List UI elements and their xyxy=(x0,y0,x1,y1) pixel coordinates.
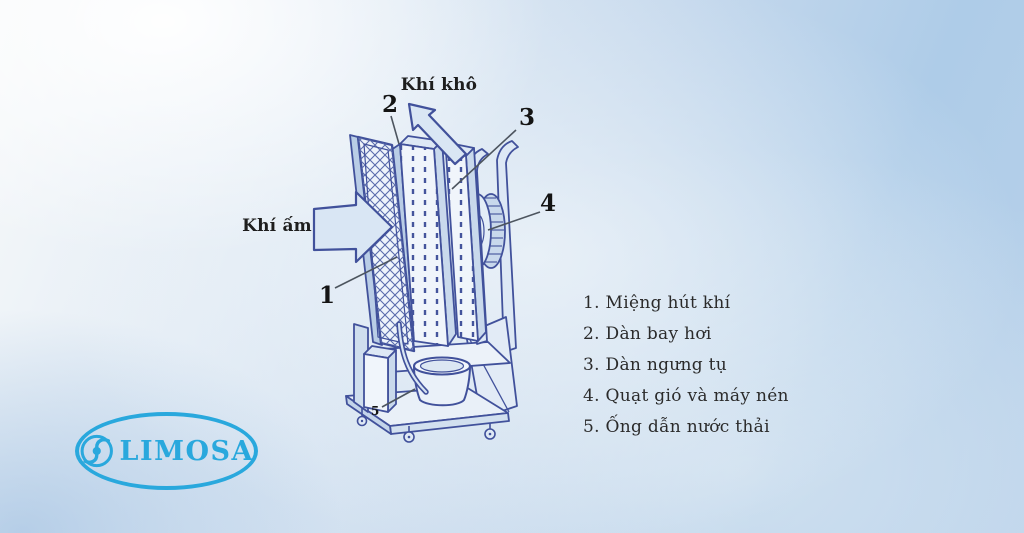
warm-air-label: Khí ấm xyxy=(242,216,312,236)
callout-leader-lines xyxy=(334,115,541,408)
drain-hose xyxy=(396,321,429,395)
condenser-back-vane xyxy=(496,140,519,353)
limosa-logo: LIMOSA xyxy=(75,412,258,490)
callout-number-4: 4 xyxy=(540,190,557,217)
caster-wheels xyxy=(356,408,496,443)
fan-rim-ribs xyxy=(483,197,504,263)
machine-drawing xyxy=(312,102,541,443)
parts-legend: 1. Miệng hút khí 2. Dàn bay hơi 3. Dàn n… xyxy=(583,294,789,437)
legend-item-5: 5. Ống dẫn nước thải xyxy=(583,417,770,437)
legend-item-1: 1. Miệng hút khí xyxy=(583,293,731,313)
swirl-icon xyxy=(80,434,113,468)
callout-number-5: 5 xyxy=(371,404,380,418)
callout-number-2: 2 xyxy=(382,91,399,118)
water-bucket xyxy=(413,356,471,407)
warm-air-arrow xyxy=(312,190,394,264)
callout-number-3: 3 xyxy=(519,104,536,131)
callout-number-1: 1 xyxy=(319,282,336,309)
dry-air-arrow xyxy=(407,102,468,166)
compressor-box xyxy=(363,345,397,413)
legend-item-2: 2. Dàn bay hơi xyxy=(583,324,712,344)
legend-item-4: 4. Quạt gió và máy nén xyxy=(583,386,789,406)
logo-wordmark: LIMOSA xyxy=(119,435,254,467)
dry-air-label: Khí khô xyxy=(400,75,478,95)
legend-item-3: 3. Dàn ngưng tụ xyxy=(583,355,728,375)
